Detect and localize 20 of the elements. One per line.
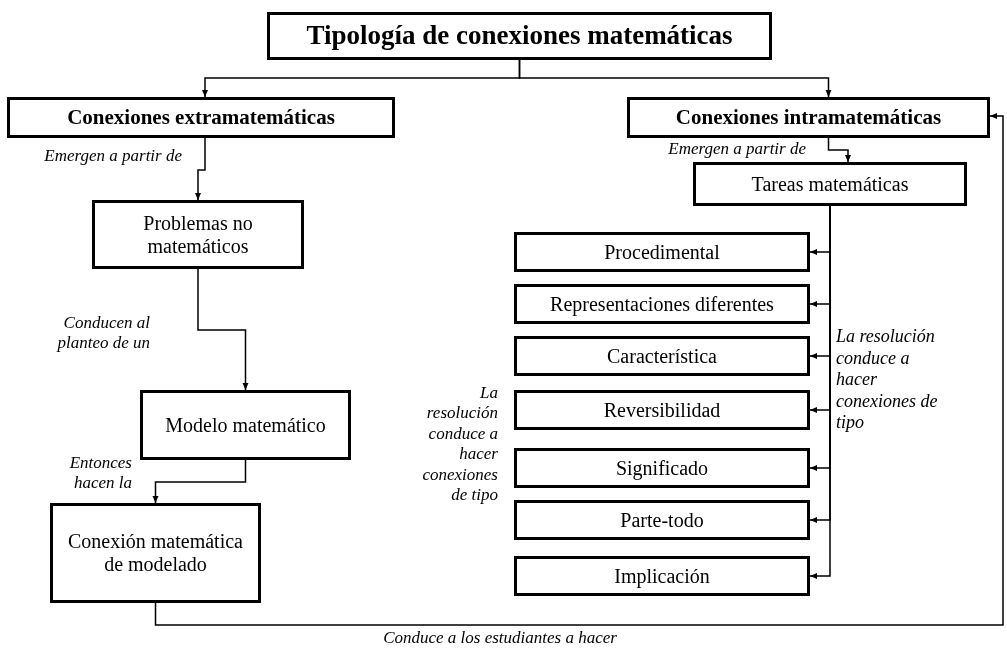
concept-box: Representaciones diferentes	[514, 284, 810, 324]
concept-box: Conexión matemática de modelado	[50, 503, 261, 603]
arrow	[152, 459, 247, 504]
concept-box: Característica	[514, 336, 810, 376]
arrow	[827, 137, 851, 163]
arrow	[197, 268, 249, 391]
heading-box: Conexiones intramatemáticas	[627, 97, 990, 138]
arrow	[154, 113, 1004, 626]
concept-box: Implicación	[514, 556, 810, 596]
concept-box: Problemas no matemáticos	[92, 200, 304, 269]
title-box: Tipología de conexiones matemáticas	[267, 12, 772, 60]
heading-box: Conexiones extramatemáticas	[7, 97, 395, 138]
concept-box: Reversibilidad	[514, 390, 810, 430]
arrow	[518, 59, 832, 98]
concept-box: Procedimental	[514, 232, 810, 272]
arrow	[195, 137, 206, 201]
concept-box: Significado	[514, 448, 810, 488]
concept-box: Tareas matemáticas	[693, 162, 967, 206]
concept-box: Parte-todo	[514, 500, 810, 540]
concept-box: Modelo matemático	[140, 390, 351, 460]
